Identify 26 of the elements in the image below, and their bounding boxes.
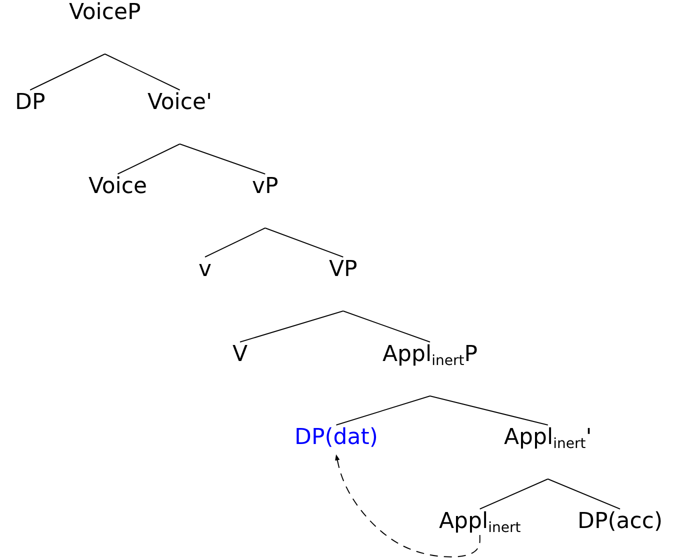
node-label: DP(acc) [578, 509, 663, 535]
node-label: v [198, 257, 212, 283]
tree-branch-line [117, 144, 180, 174]
tree-branch-line [179, 144, 266, 174]
node-label: vP [252, 174, 278, 200]
tree-branch-line [30, 54, 106, 90]
tree-branch-line [104, 54, 180, 90]
node-label: Appl$_{inert}$P [382, 342, 478, 368]
node-label: VP [329, 257, 358, 283]
tree-branch-line [342, 310, 430, 342]
node-label: Appl$_{inert}$ [439, 509, 521, 535]
tree-branch-line [547, 478, 621, 510]
node-label: DP(dat) [294, 425, 378, 451]
tree-branch-line [264, 228, 344, 258]
node-label: DP [15, 90, 46, 116]
node-label: V [232, 342, 248, 368]
movement-arrow [335, 454, 480, 558]
node-label: Voice [88, 174, 148, 200]
tree-branch-line [240, 310, 344, 342]
tree-branch-line [204, 228, 266, 258]
tree-branch-line [430, 396, 548, 426]
node-label: VoiceP [69, 0, 141, 26]
tree-branch-line [479, 478, 548, 510]
node-label: Voice' [148, 90, 212, 116]
tree-branch-line [336, 396, 430, 426]
node-label: Appl$_{inert}$' [504, 425, 592, 451]
